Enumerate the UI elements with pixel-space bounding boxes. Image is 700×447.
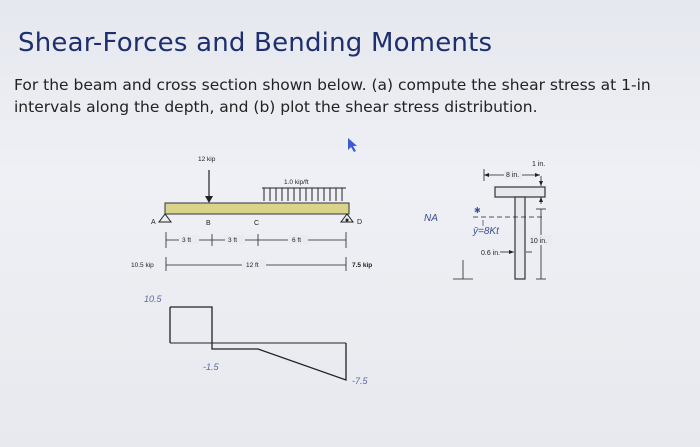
- beam: [164, 202, 350, 215]
- point-load-label: 12 kip: [198, 156, 216, 163]
- na-label: NA: [424, 213, 438, 224]
- reaction-left-label: 10.5 kip: [131, 262, 154, 269]
- flange: [494, 186, 546, 198]
- support-a: [158, 213, 172, 223]
- point-label-d: D: [357, 219, 362, 226]
- flange-thickness-label: 1 in.: [532, 161, 545, 168]
- span-label-ab: 3 ft: [182, 237, 191, 244]
- point-label-a: A: [151, 219, 156, 226]
- cross-section: 8 in. 1 in. 10 in. NA ✱ ȳ=8Kt 0.6 in.: [424, 161, 552, 280]
- web-thickness-label: 0.6 in.: [481, 250, 500, 257]
- total-length-label: 12 ft: [246, 262, 259, 269]
- reaction-right-label: 7.5 kip: [352, 262, 372, 269]
- web: [514, 196, 526, 280]
- beam-diagram: 12 kip 1.0 kip/ft A B C D: [131, 156, 372, 271]
- shear-value-mid: -1.5: [203, 362, 220, 372]
- point-label-c: C: [254, 220, 259, 227]
- shear-diagram: 10.5 -1.5 -7.5: [144, 294, 369, 386]
- point-label-b: B: [206, 220, 211, 227]
- shear-value-max: 10.5: [144, 294, 163, 304]
- slide-title: Shear-Forces and Bending Moments: [18, 28, 493, 58]
- support-d: [340, 213, 354, 223]
- span-label-bc: 3 ft: [228, 237, 237, 244]
- cursor-arrow-icon: [348, 138, 357, 152]
- distributed-load-label: 1.0 kip/ft: [284, 179, 309, 186]
- span-label-cd: 6 ft: [292, 237, 301, 244]
- shear-value-min: -7.5: [352, 376, 369, 386]
- flange-width-label: 8 in.: [506, 172, 519, 179]
- problem-statement: For the beam and cross section shown bel…: [14, 76, 651, 116]
- svg-text:✱: ✱: [474, 206, 481, 215]
- depth-label: 10 in.: [530, 238, 547, 245]
- centroid-label: ȳ=8Kt: [472, 226, 500, 237]
